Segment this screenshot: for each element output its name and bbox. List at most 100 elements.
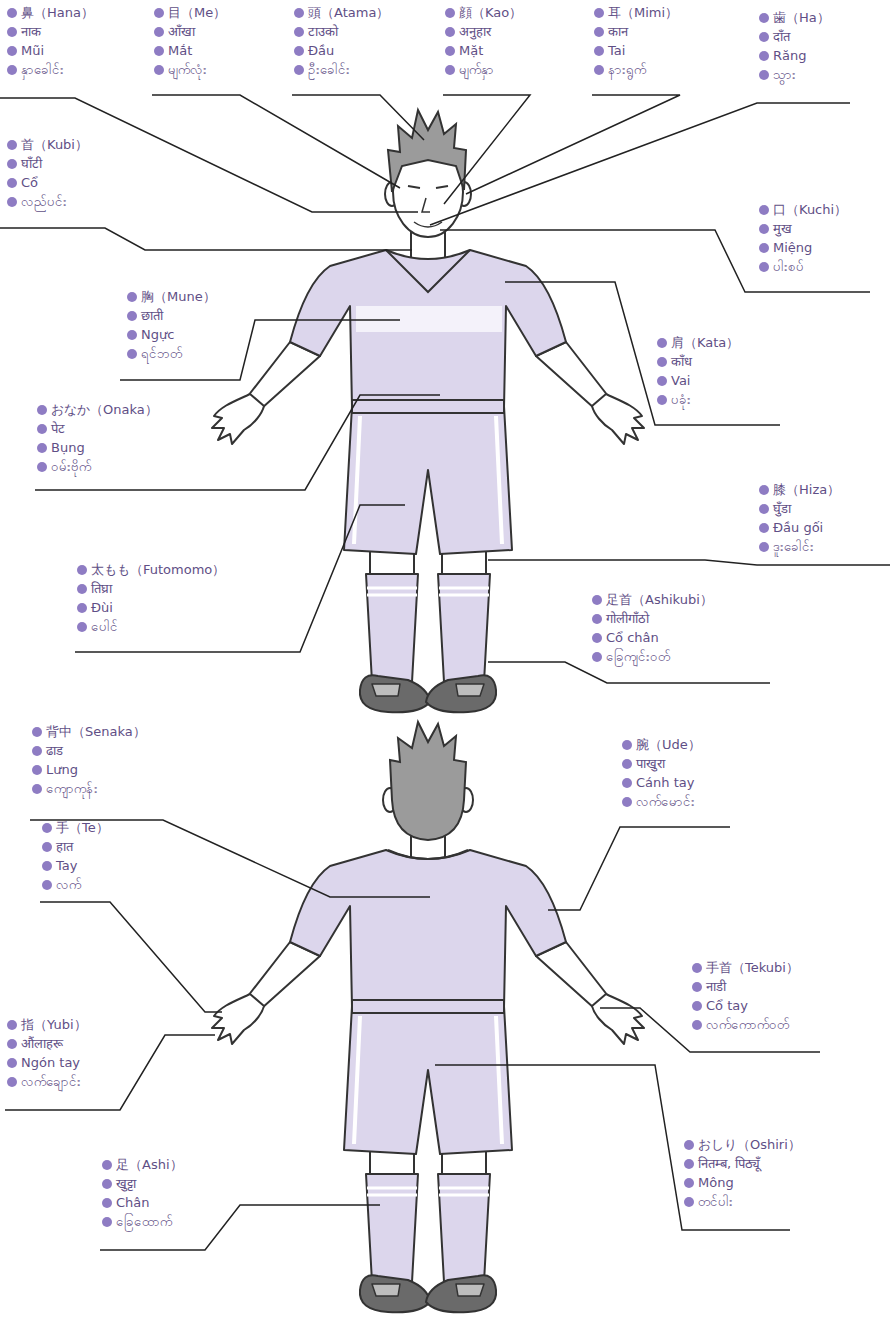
part-name: ရင်ဘတ် [141, 344, 182, 363]
bullet-dot [759, 70, 769, 80]
bullet-dot [294, 27, 304, 37]
bullet-dot [657, 376, 667, 386]
bullet-dot [154, 8, 164, 18]
bullet-dot [684, 1178, 694, 1188]
bullet-dot [445, 8, 455, 18]
part-name: नाडी [706, 977, 726, 996]
bullet-dot [7, 1077, 17, 1087]
part-name: Răng [773, 46, 807, 65]
bullet-dot [759, 262, 769, 272]
bullet-dot [592, 633, 602, 643]
bullet-dot [32, 727, 42, 737]
bullet-dot [294, 65, 304, 75]
part-name: Ngực [141, 325, 174, 344]
bullet-dot [7, 27, 17, 37]
part-name: တင်ပါး [698, 1192, 733, 1211]
part-name: 胸（Mune） [141, 287, 216, 306]
part-name: Đầu [308, 41, 334, 60]
part-name: 手（Te） [56, 818, 109, 837]
bullet-dot [127, 330, 137, 340]
bullet-dot [622, 778, 632, 788]
part-name: Bụng [51, 438, 85, 457]
bullet-dot [592, 595, 602, 605]
part-name: 手首（Tekubi） [706, 958, 799, 977]
bullet-dot [759, 485, 769, 495]
part-name: घाँटी [21, 154, 42, 173]
part-name: ဦးခေါင်း [308, 60, 350, 79]
bullet-dot [77, 603, 87, 613]
bullet-dot [102, 1217, 112, 1227]
bullet-dot [37, 405, 47, 415]
part-name: လက်ချောင်း [21, 1072, 81, 1091]
bullet-dot [657, 338, 667, 348]
bullet-dot [294, 46, 304, 56]
bullet-dot [102, 1179, 112, 1189]
bullet-dot [7, 159, 17, 169]
part-name: Miệng [773, 238, 812, 257]
bullet-dot [684, 1140, 694, 1150]
bullet-dot [684, 1159, 694, 1169]
part-name: Mặt [459, 41, 483, 60]
part-name: नितम्ब, पिठ्यूँ [698, 1154, 760, 1173]
part-name: तिघ्रा [91, 579, 112, 598]
back-head [383, 722, 473, 840]
part-name: 背中（Senaka） [46, 722, 146, 741]
bullet-dot [445, 27, 455, 37]
part-name: 首（Kubi） [21, 135, 88, 154]
part-name: ပခုံး [671, 390, 691, 409]
part-name: 腕（Ude） [636, 735, 701, 754]
part-name: Tay [56, 856, 77, 875]
bullet-dot [445, 65, 455, 75]
part-name: ढाड [46, 741, 63, 760]
bullet-dot [154, 46, 164, 56]
part-name: Cánh tay [636, 773, 694, 792]
part-name: 口（Kuchi） [773, 200, 847, 219]
part-name: टाउको [308, 22, 338, 41]
bullet-dot [7, 8, 17, 18]
part-name: လည်ပင်း [21, 192, 67, 211]
part-name: မျက်လုံး [168, 60, 207, 79]
bullet-dot [594, 27, 604, 37]
bullet-dot [102, 1160, 112, 1170]
bullet-dot [759, 224, 769, 234]
bullet-dot [594, 8, 604, 18]
bullet-dot [622, 759, 632, 769]
part-name: Cổ [21, 173, 38, 192]
part-name: 指（Yubi） [21, 1015, 87, 1034]
part-name: नाक [21, 22, 41, 41]
bullet-dot [42, 823, 52, 833]
part-name: घुँडा [773, 499, 791, 518]
bullet-dot [127, 292, 137, 302]
bullet-dot [657, 357, 667, 367]
back-body [212, 830, 644, 1312]
bullet-dot [759, 13, 769, 23]
part-name: खुट्टा [116, 1174, 136, 1193]
bullet-dot [32, 784, 42, 794]
part-name: दाँत [773, 27, 790, 46]
bullet-dot [7, 1058, 17, 1068]
part-name: हात [56, 837, 73, 856]
part-name: Mắt [168, 41, 192, 60]
bullet-dot [42, 880, 52, 890]
bullet-dot [445, 46, 455, 56]
bullet-dot [42, 842, 52, 852]
part-name: Vai [671, 371, 690, 390]
part-name: နှာခေါင်း [21, 60, 64, 79]
back-collar [388, 850, 468, 859]
bullet-dot [657, 395, 667, 405]
part-name: Cổ tay [706, 996, 748, 1015]
bullet-dot [759, 523, 769, 533]
bullet-dot [592, 652, 602, 662]
part-name: Đùi [91, 598, 113, 617]
part-name: अनुहार [459, 22, 491, 41]
bullet-dot [692, 1001, 702, 1011]
part-name: おなか（Onaka） [51, 400, 158, 419]
bullet-dot [759, 205, 769, 215]
part-name: Cổ chân [606, 628, 659, 647]
bullet-dot [692, 963, 702, 973]
part-name: 足首（Ashikubi） [606, 590, 713, 609]
part-name: मुख [773, 219, 792, 238]
part-name: ပေါင် [91, 617, 118, 636]
